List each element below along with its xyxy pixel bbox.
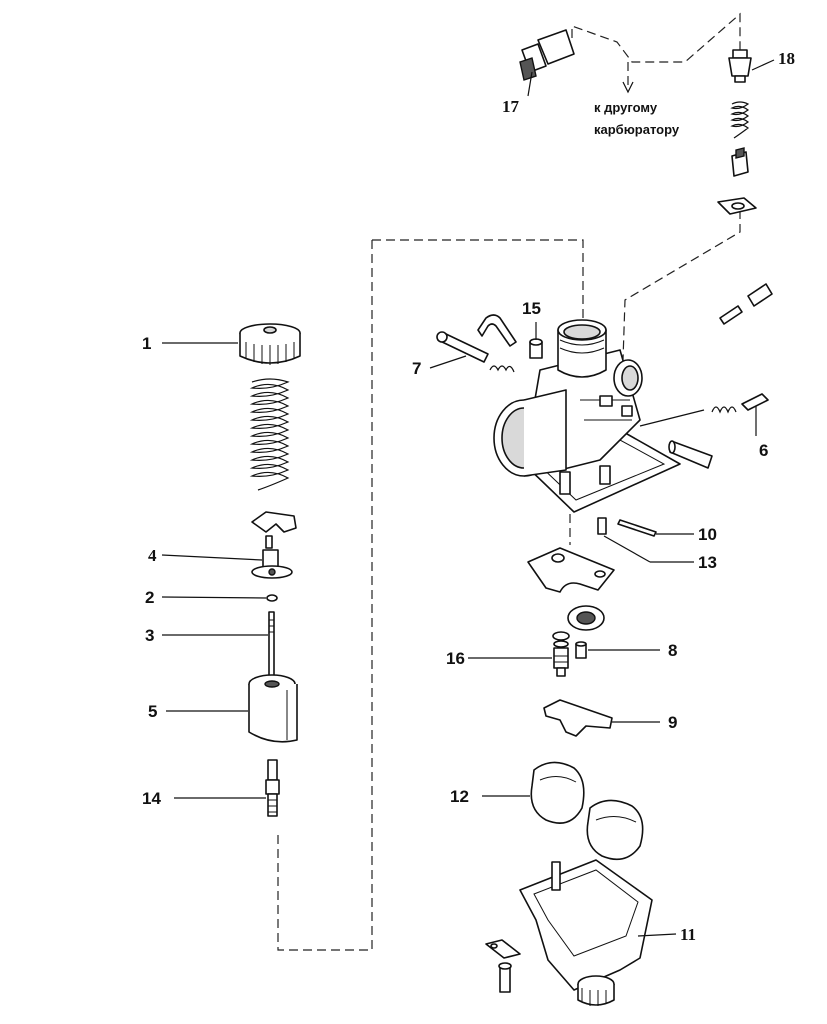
part-small-washers bbox=[552, 631, 570, 648]
part-needle-clip-plate bbox=[251, 511, 297, 549]
routing-line-top bbox=[372, 239, 584, 322]
part-rubber-cap bbox=[747, 283, 773, 307]
part-13-pilot-jet bbox=[597, 517, 607, 535]
part-4-needle-holder bbox=[251, 549, 293, 579]
part-washer bbox=[717, 197, 757, 215]
callout-labels: 1 2 3 4 5 6 7 8 9 10 11 12 13 14 15 16 1… bbox=[142, 49, 795, 944]
leader-lines bbox=[161, 59, 775, 937]
part-9-float-arm bbox=[543, 699, 613, 737]
part-14-needle-jet bbox=[265, 759, 280, 817]
note-line-1: к другому bbox=[594, 100, 658, 115]
callout-14: 14 bbox=[142, 789, 161, 808]
part-bowl-screw bbox=[498, 962, 512, 993]
carburetor-body bbox=[493, 319, 681, 513]
dashed-routing-lines bbox=[277, 12, 741, 951]
part-float-right bbox=[586, 799, 644, 861]
callout-7: 7 bbox=[412, 359, 421, 378]
callout-13: 13 bbox=[698, 553, 717, 572]
callout-8: 8 bbox=[668, 641, 677, 660]
callout-3: 3 bbox=[145, 626, 154, 645]
part-8-main-jet bbox=[575, 641, 587, 659]
part-gasket-plate bbox=[527, 547, 615, 593]
part-vent-hose bbox=[668, 440, 713, 469]
routing-line-fuel-top bbox=[571, 12, 741, 63]
part-1-cap bbox=[239, 323, 301, 365]
callout-5: 5 bbox=[148, 702, 157, 721]
callout-2: 2 bbox=[145, 588, 154, 607]
part-bowl-bracket bbox=[485, 939, 521, 959]
part-small-pin bbox=[719, 305, 743, 325]
callout-9: 9 bbox=[668, 713, 677, 732]
part-5-throttle-slide bbox=[248, 674, 298, 743]
part-12-float-left bbox=[530, 761, 585, 824]
callout-18: 18 bbox=[778, 49, 795, 68]
part-float-needle bbox=[731, 147, 749, 177]
callout-12: 12 bbox=[450, 787, 469, 806]
routing-arrow bbox=[622, 81, 634, 94]
callout-11: 11 bbox=[680, 925, 696, 944]
part-6-air-screw bbox=[711, 393, 769, 414]
part-7-idle-screw bbox=[436, 331, 515, 373]
part-11-float-bowl bbox=[519, 859, 653, 1006]
part-15-screw bbox=[529, 338, 543, 359]
part-o-ring bbox=[567, 605, 605, 631]
callout-15: 15 bbox=[522, 299, 541, 318]
routing-line-fuel bbox=[622, 210, 741, 361]
part-fuel-spring bbox=[730, 101, 750, 139]
routing-note: к другому карбюратору bbox=[594, 100, 680, 137]
part-17-fuel-tap bbox=[519, 29, 575, 81]
part-18-fuel-fitting bbox=[728, 49, 752, 83]
part-2-e-clip bbox=[266, 594, 278, 602]
part-3-needle bbox=[268, 611, 275, 679]
callout-1: 1 bbox=[142, 334, 151, 353]
routing-line-left bbox=[277, 240, 373, 951]
callout-16: 16 bbox=[446, 649, 465, 668]
callout-10: 10 bbox=[698, 525, 717, 544]
part-10-float-pin bbox=[617, 519, 657, 537]
part-spring bbox=[249, 378, 290, 491]
note-line-2: карбюратору bbox=[594, 122, 680, 137]
callout-4: 4 bbox=[148, 546, 157, 565]
callout-6: 6 bbox=[759, 441, 768, 460]
part-choke-link bbox=[477, 314, 517, 347]
part-16-main-jet-holder bbox=[553, 647, 569, 677]
callout-17: 17 bbox=[502, 97, 520, 116]
